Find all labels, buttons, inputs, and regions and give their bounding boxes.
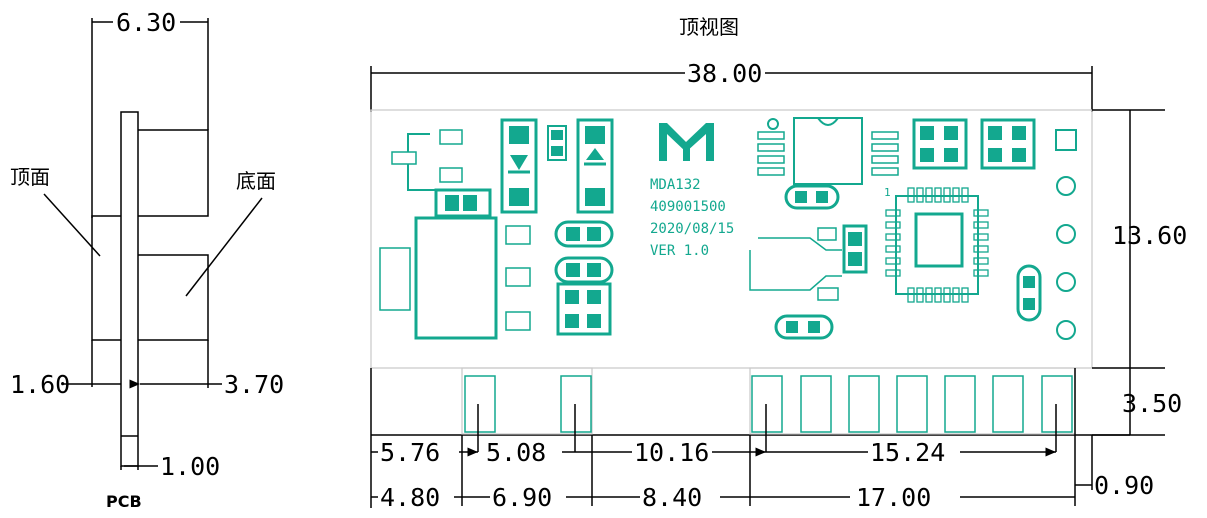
pin1-marker-qfn: 1: [884, 186, 891, 199]
dim-width: 38.00: [687, 59, 762, 88]
silk-line-1: MDA132: [650, 177, 701, 193]
side-view: 6.30 顶面 底面 1.60 3.70 1.00 PCB: [10, 8, 284, 511]
top-view: 顶视图 38.00 13.60 3.50: [370, 15, 1187, 512]
dim-total-height: 6.30: [116, 8, 176, 37]
pitch-2: 5.08: [486, 438, 546, 467]
pitch-1: 5.76: [380, 438, 440, 467]
dim-top-component: 1.60: [10, 370, 70, 399]
pin-pads: [464, 375, 1073, 433]
label-bottom-face: 底面: [236, 169, 276, 193]
pitch-3: 10.16: [634, 438, 709, 467]
pin-group-left: [461, 367, 593, 435]
silk-line-4: VER 1.0: [650, 243, 709, 259]
dim-pcb-thickness: 1.00: [160, 452, 220, 481]
label-top-face: 顶面: [10, 165, 50, 189]
edge-4: 17.00: [856, 483, 931, 512]
edge-row: 4.80 6.90 8.40 17.00 0.90: [371, 368, 1154, 512]
edge-1: 4.80: [380, 483, 440, 512]
dim-height: 13.60: [1112, 221, 1187, 250]
pcb-label: PCB: [106, 492, 142, 511]
pcb-outline: [370, 109, 1093, 369]
pitch-4: 15.24: [870, 438, 945, 467]
pitch-row: 5.76 5.08 10.16 15.24: [371, 404, 1057, 467]
pcb-components: MDA132 409001500 2020/08/15 VER 1.0: [379, 117, 1077, 340]
dim-pin-height: 3.50: [1122, 389, 1182, 418]
dim-pin-offset: 0.90: [1094, 471, 1154, 500]
brand-logo: [659, 123, 714, 161]
top-view-title: 顶视图: [679, 15, 739, 39]
edge-3: 8.40: [642, 483, 702, 512]
edge-2: 6.90: [492, 483, 552, 512]
silk-line-3: 2020/08/15: [650, 221, 734, 237]
pcb-board: [120, 111, 139, 467]
dim-bottom-component: 3.70: [224, 370, 284, 399]
silk-line-2: 409001500: [650, 199, 726, 215]
